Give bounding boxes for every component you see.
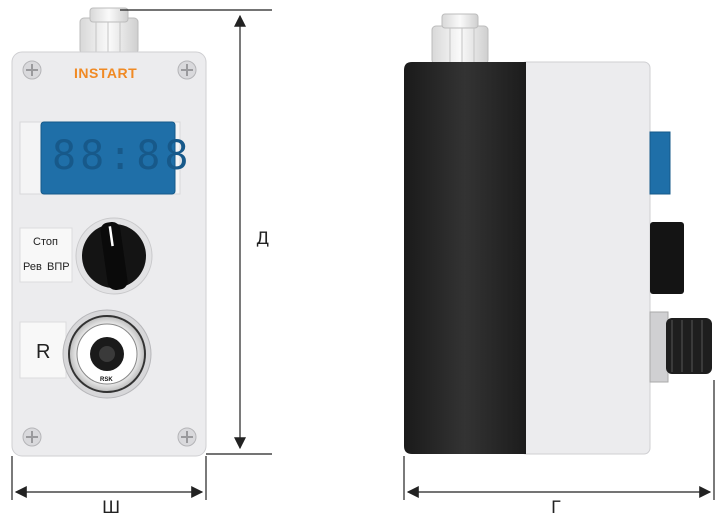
knob-label-plate [19,227,73,283]
dimension-lines [11,9,715,500]
housing-side-light [519,61,651,455]
dimension-height-label: Д [256,229,270,249]
led-display [40,121,176,195]
screw-icon [22,427,42,447]
dimension-width-label: Ш [102,498,121,518]
cable-gland-side [431,13,489,65]
screw-icon [177,427,197,447]
side-view [404,13,712,455]
knob-label-stop: Стоп [33,236,58,248]
mode-selector-knob [75,217,153,295]
screw-icon [22,60,42,80]
pot-label: R [36,341,51,363]
pot-side [649,311,712,383]
brand-logo: INSTART [74,65,138,81]
display-digits: 88:88 [52,133,193,179]
knob-label-fwd: ВПР [47,261,70,273]
housing-side-dark [404,62,526,454]
screw-icon [177,60,197,80]
pot-label-plate [19,321,67,379]
cable-gland-front [79,7,139,55]
display-side [649,131,671,195]
potentiometer-dial [62,309,152,399]
knob-side [650,222,684,294]
front-view [11,7,207,457]
dial-mark: RSK [100,377,113,383]
dimension-depth-label: Г [551,498,562,518]
knob-label-rev: Рев [23,261,42,273]
